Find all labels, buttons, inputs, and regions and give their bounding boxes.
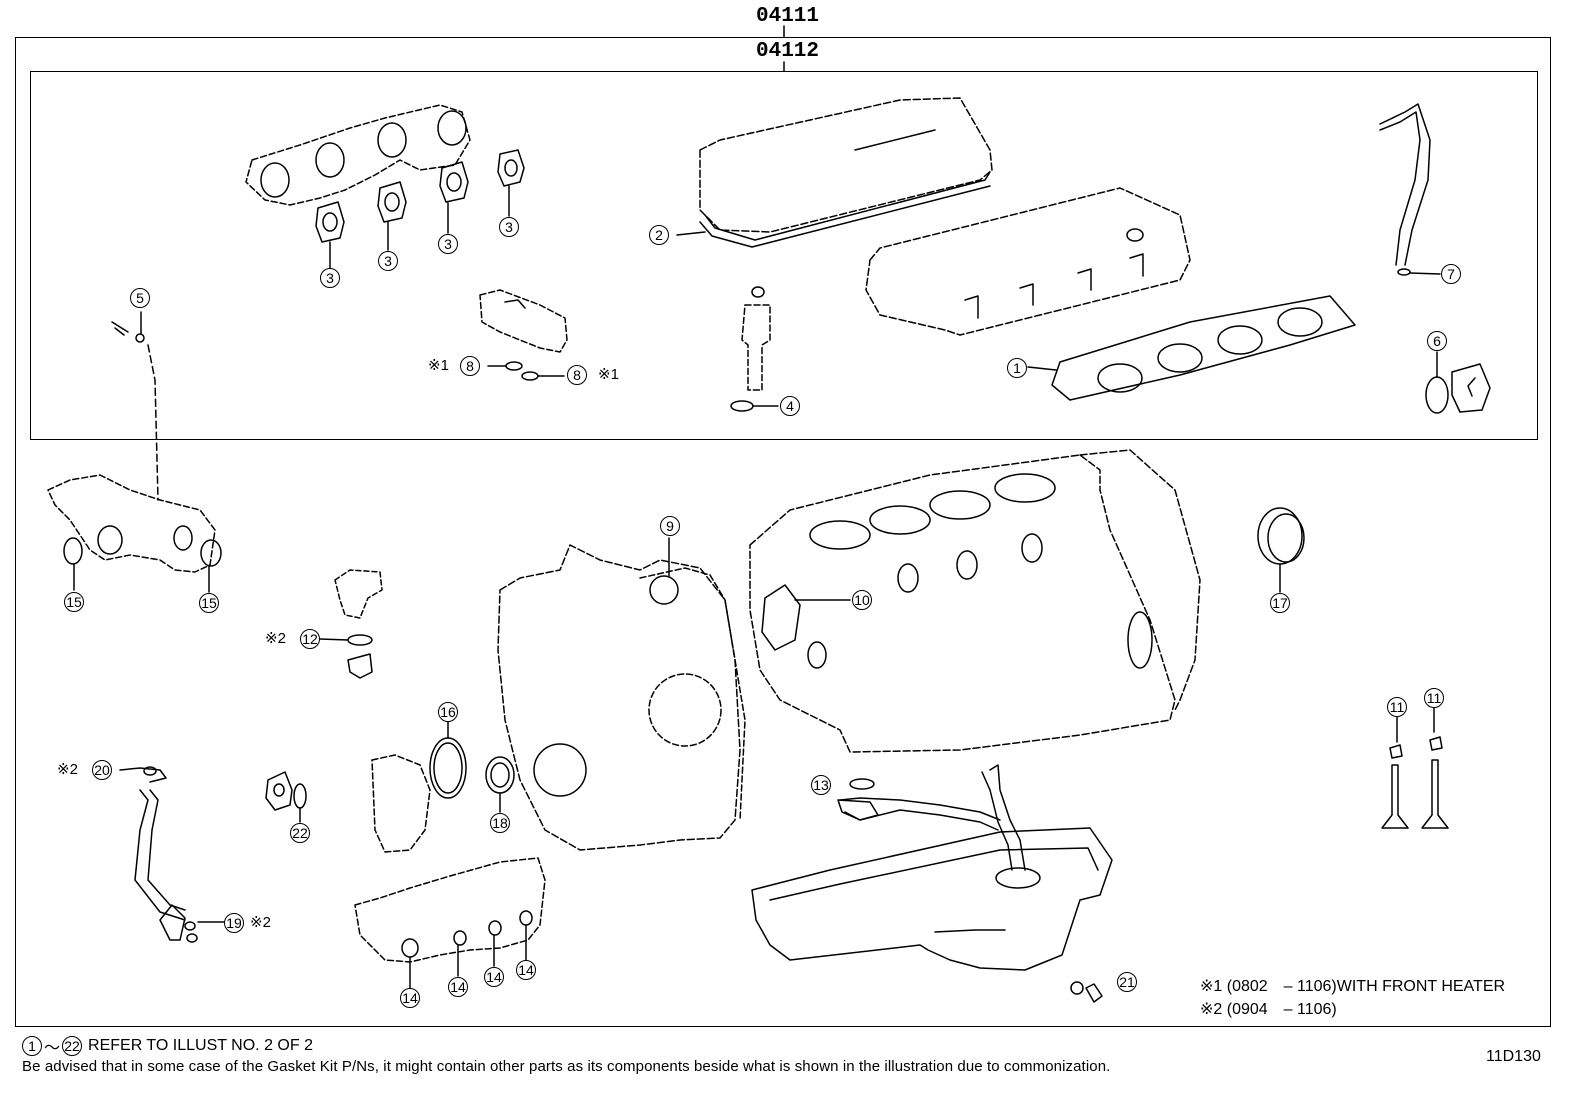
refer-text: REFER TO ILLUST NO. 2 OF 2	[88, 1037, 313, 1054]
gasket-5-drawing	[111, 311, 159, 501]
callout-15: 15	[64, 592, 84, 612]
injection-nozzle-drawing	[730, 286, 779, 412]
oil-strainer-drawing	[837, 764, 1041, 889]
oil-pipe-drawing	[119, 766, 225, 943]
cylinder-head-drawing	[865, 187, 1191, 336]
cylinder-head-cover-drawing	[676, 97, 993, 248]
callout-3: 3	[499, 217, 519, 237]
callout-6: 6	[1427, 331, 1447, 351]
kit-code-04111: 04111	[756, 5, 820, 28]
valves-drawing	[1381, 707, 1449, 829]
cylinder-block-drawing	[749, 449, 1201, 753]
callout-14: 14	[448, 977, 468, 997]
callout-15: 15	[199, 593, 219, 613]
callout-16: 16	[438, 702, 458, 722]
callout-5: 5	[130, 288, 150, 308]
range-start-callout: 1	[22, 1036, 42, 1056]
callout-9: 9	[660, 516, 680, 536]
callout-21: 21	[1117, 972, 1137, 992]
exhaust-manifold-drawing	[245, 104, 471, 206]
callout-14: 14	[484, 967, 504, 987]
rear-oil-seal-drawing	[1257, 507, 1305, 593]
callout-8: 8	[460, 356, 480, 376]
applicability-note-2: ※2 (0904 – 1106)	[1200, 1001, 1337, 1018]
callout-14: 14	[400, 988, 420, 1008]
callout-19: 19	[224, 913, 244, 933]
manifold-gaskets-drawing	[315, 149, 525, 269]
oil-pump-drawing	[371, 721, 515, 853]
intake-manifold-drawing	[354, 857, 546, 989]
callout-18: 18	[490, 813, 510, 833]
mark-note-1: ※1	[428, 357, 449, 374]
callout-2: 2	[649, 225, 669, 245]
gasket-22-drawing	[265, 771, 307, 823]
mark-note-2: ※2	[250, 914, 271, 931]
mark-note-2: ※2	[57, 761, 78, 778]
disclaimer-text: Be advised that in some case of the Gask…	[22, 1058, 1111, 1075]
range-reference: 1 ～ 22 REFER TO ILLUST NO. 2 OF 2	[22, 1034, 313, 1058]
callout-4: 4	[780, 396, 800, 416]
callout-12: 12	[300, 629, 320, 649]
oil-pan-drawing	[751, 827, 1113, 971]
gasket-kit-outer-frame	[15, 37, 1551, 1027]
callout-1: 1	[1007, 358, 1027, 378]
illustration-id: 11D130	[1486, 1048, 1541, 1065]
applicability-note-1: ※1 (0802 – 1106)WITH FRONT HEATER	[1200, 978, 1506, 995]
mark-note-1: ※1	[598, 366, 619, 383]
callout-20: 20	[92, 760, 112, 780]
callout-13: 13	[811, 775, 831, 795]
kit-code-04112: 04112	[756, 40, 820, 63]
callout-3: 3	[320, 268, 340, 288]
mark-note-2: ※2	[265, 630, 286, 647]
timing-gear-case-drawing	[497, 537, 746, 851]
range-separator: ～	[44, 1040, 61, 1057]
callout-10: 10	[852, 590, 872, 610]
gasket-6-drawing	[1425, 351, 1491, 414]
dipstick-guide-drawing	[1379, 103, 1441, 276]
water-outlet-drawing	[479, 289, 568, 381]
callout-11: 11	[1387, 697, 1407, 717]
callout-8: 8	[567, 365, 587, 385]
drain-plug-gasket-drawing	[1070, 981, 1103, 1003]
callout-22: 22	[290, 823, 310, 843]
callout-7: 7	[1441, 264, 1461, 284]
thermostat-drawing	[319, 569, 383, 679]
callout-14: 14	[516, 960, 536, 980]
head-gasket-drawing	[1027, 295, 1356, 401]
callout-3: 3	[378, 251, 398, 271]
callout-3: 3	[438, 234, 458, 254]
callout-17: 17	[1270, 593, 1290, 613]
callout-11: 11	[1424, 688, 1444, 708]
exhaust-pipe-drawing	[47, 474, 222, 593]
range-end-callout: 22	[62, 1036, 83, 1056]
